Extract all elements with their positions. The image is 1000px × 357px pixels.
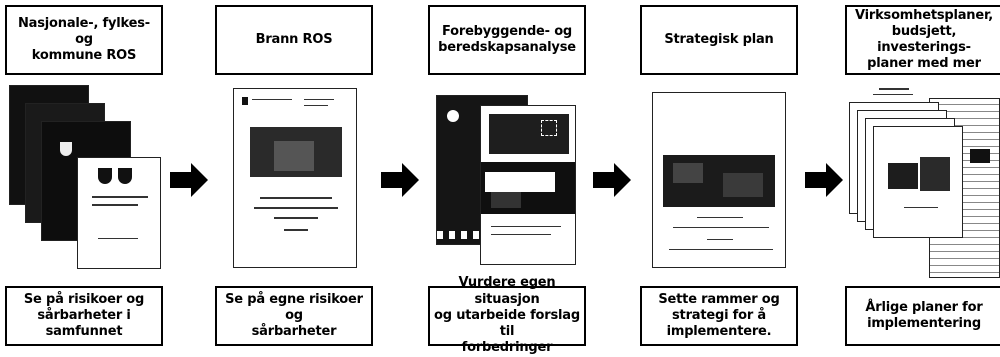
stage-2-title: Brann ROS bbox=[255, 31, 333, 47]
stage-4-description-box: Sette rammer og strategi for å implement… bbox=[640, 286, 798, 346]
stage-5-title-box: Virksomhetsplaner, budsjett, investering… bbox=[845, 5, 1000, 75]
stage-2: Brann ROS Se på egne risikoer og sårbarh… bbox=[215, 0, 375, 347]
stage-3-description: Vurdere egen situasjon og utarbeide fors… bbox=[434, 275, 580, 356]
stage-1-description: Se på risikoer og sårbarheter i samfunne… bbox=[23, 291, 145, 340]
stage-5: Virksomhetsplaner, budsjett, investering… bbox=[845, 0, 1000, 347]
stage-2-title-box: Brann ROS bbox=[215, 5, 373, 75]
stage-3-documents-illustration bbox=[436, 95, 586, 265]
stage-1-title-box: Nasjonale-, fylkes- og kommune ROS bbox=[5, 5, 163, 75]
document-thumbnail-icon bbox=[480, 105, 576, 265]
stage-4: Strategisk plan Sette rammer og strategi… bbox=[640, 0, 800, 347]
stage-5-documents-illustration bbox=[849, 88, 1000, 278]
stage-5-description-box: Årlige planer for implementering bbox=[845, 286, 1000, 346]
stage-5-description: Årlige planer for implementering bbox=[865, 299, 983, 331]
stage-3: Forebyggende- og beredskapsanalyse Vurde… bbox=[428, 0, 588, 355]
document-thumbnail-icon bbox=[233, 88, 357, 268]
document-thumbnail-icon bbox=[652, 92, 786, 268]
document-thumbnail-icon bbox=[873, 126, 963, 238]
stage-1-documents-illustration bbox=[9, 85, 161, 275]
stage-4-title-box: Strategisk plan bbox=[640, 5, 798, 75]
stage-3-title-box: Forebyggende- og beredskapsanalyse bbox=[428, 5, 586, 75]
right-arrow-icon bbox=[170, 163, 208, 197]
right-arrow-icon bbox=[381, 163, 419, 197]
stage-4-description: Sette rammer og strategi for å implement… bbox=[658, 291, 780, 340]
stage-3-description-box: Vurdere egen situasjon og utarbeide fors… bbox=[428, 275, 586, 355]
right-arrow-icon bbox=[805, 163, 843, 197]
stage-1-description-box: Se på risikoer og sårbarheter i samfunne… bbox=[5, 286, 163, 346]
stage-1-title: Nasjonale-, fylkes- og kommune ROS bbox=[18, 15, 150, 64]
stage-2-description: Se på egne risikoer og sårbarheter bbox=[225, 291, 363, 340]
stage-1: Nasjonale-, fylkes- og kommune ROS Se på… bbox=[5, 0, 165, 347]
stage-3-title: Forebyggende- og beredskapsanalyse bbox=[438, 23, 576, 55]
document-thumbnail-icon bbox=[77, 157, 161, 269]
stage-4-title: Strategisk plan bbox=[664, 31, 774, 47]
stage-2-description-box: Se på egne risikoer og sårbarheter bbox=[215, 286, 373, 346]
stage-5-title: Virksomhetsplaner, budsjett, investering… bbox=[854, 7, 994, 72]
right-arrow-icon bbox=[593, 163, 631, 197]
